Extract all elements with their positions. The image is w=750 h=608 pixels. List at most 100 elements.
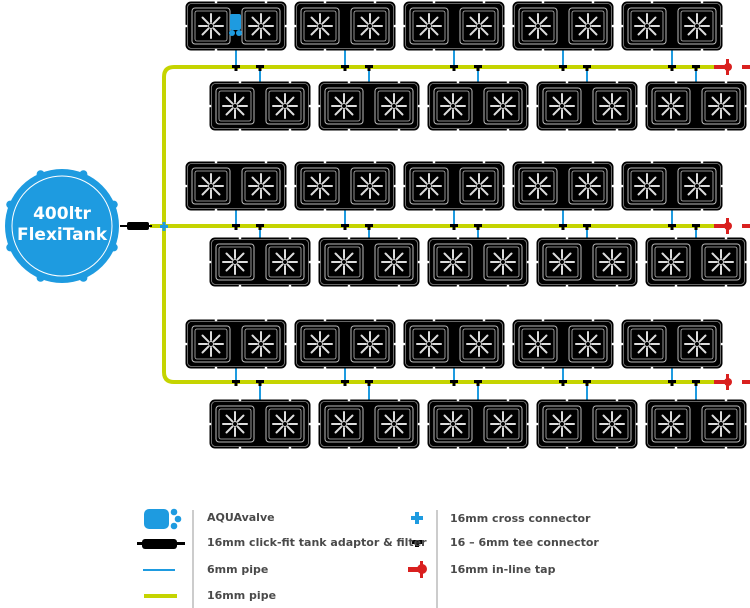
grow-tray	[620, 0, 724, 52]
tray-clip	[482, 366, 486, 370]
tray-clip	[700, 48, 704, 52]
petal	[469, 27, 478, 36]
tray-clip	[317, 422, 321, 426]
tray-clip	[402, 24, 406, 28]
tray-clip	[288, 80, 292, 84]
tee-connector-stem	[415, 540, 419, 547]
tray-clip	[535, 104, 539, 108]
petal	[563, 107, 572, 116]
petal	[648, 334, 657, 343]
tray-clip	[541, 160, 545, 164]
petal	[212, 334, 221, 343]
petal	[236, 252, 245, 261]
tray-clip	[511, 342, 515, 346]
petal	[345, 107, 354, 116]
petal	[262, 345, 271, 354]
petal	[430, 16, 439, 25]
petal	[687, 345, 696, 354]
pot-outer	[459, 167, 499, 205]
pot-inner	[595, 408, 629, 440]
petal	[275, 252, 284, 261]
petal	[589, 345, 598, 354]
tray-clip	[724, 80, 728, 84]
tray-clip	[620, 342, 624, 346]
inline-tap-handle	[726, 59, 729, 75]
tray-clip	[644, 260, 648, 264]
pot-inner	[377, 408, 411, 440]
pot-inner	[486, 408, 520, 440]
pot-outer	[651, 87, 691, 125]
petal	[419, 27, 428, 36]
flower-center	[500, 421, 506, 427]
pot-inner	[353, 170, 387, 202]
petal	[345, 414, 354, 423]
grow-tray	[208, 398, 312, 450]
tray-rim	[405, 3, 503, 49]
grow-tray	[644, 236, 748, 288]
inline-tap-next	[742, 380, 750, 384]
petal	[225, 252, 234, 261]
petal	[661, 107, 670, 116]
tray-clip	[238, 236, 242, 240]
petal	[613, 263, 622, 272]
legend-label-adaptor: 16mm click-fit tank adaptor & filter	[207, 536, 427, 549]
grow-tray	[184, 160, 288, 212]
flower-center	[644, 341, 650, 347]
petal	[310, 334, 319, 343]
petal	[225, 425, 234, 434]
pot-outer	[433, 87, 473, 125]
pot-inner	[327, 246, 361, 278]
tee-connector-stem	[585, 380, 589, 386]
grow-tray	[293, 0, 397, 52]
pot-outer	[677, 167, 717, 205]
tray-rim	[429, 239, 527, 285]
tray-rim	[211, 401, 309, 447]
pot-outer	[300, 325, 340, 363]
pot-inner	[462, 328, 496, 360]
tray-clip	[635, 260, 639, 264]
grow-tray	[402, 0, 506, 52]
pot-outer	[651, 243, 691, 281]
inline-tap-handle	[726, 218, 729, 234]
petal	[661, 96, 670, 105]
petal	[711, 414, 720, 423]
petal	[419, 345, 428, 354]
pot-outer	[241, 325, 281, 363]
petal	[493, 107, 502, 116]
pot-inner	[218, 408, 252, 440]
tray-clip	[323, 366, 327, 370]
petal	[360, 334, 369, 343]
tray-clip	[284, 24, 288, 28]
tray-clip	[373, 366, 377, 370]
petal	[480, 334, 489, 343]
petal	[395, 107, 404, 116]
tray-clip	[208, 260, 212, 264]
petal	[286, 425, 295, 434]
petal	[504, 425, 513, 434]
petal	[395, 414, 404, 423]
petal	[419, 334, 428, 343]
tee-connector-stem	[694, 65, 698, 71]
petal	[672, 414, 681, 423]
petal	[334, 263, 343, 272]
pot-inner	[704, 246, 738, 278]
flower-center	[391, 421, 397, 427]
tray-clip	[615, 446, 619, 450]
tray-clip	[373, 0, 377, 4]
petal	[201, 345, 210, 354]
tray-clip	[650, 318, 654, 322]
flower-center	[500, 103, 506, 109]
tee-connector-stem	[234, 380, 238, 386]
petal	[687, 27, 696, 36]
tray-clip	[432, 318, 436, 322]
tray-clip	[264, 0, 268, 4]
pot-inner	[680, 170, 714, 202]
tray-clip	[635, 422, 639, 426]
pot-outer	[592, 87, 632, 125]
petal	[236, 263, 245, 272]
petal	[637, 187, 646, 196]
pot-outer	[350, 7, 390, 45]
petal	[334, 107, 343, 116]
flower-center	[426, 183, 432, 189]
